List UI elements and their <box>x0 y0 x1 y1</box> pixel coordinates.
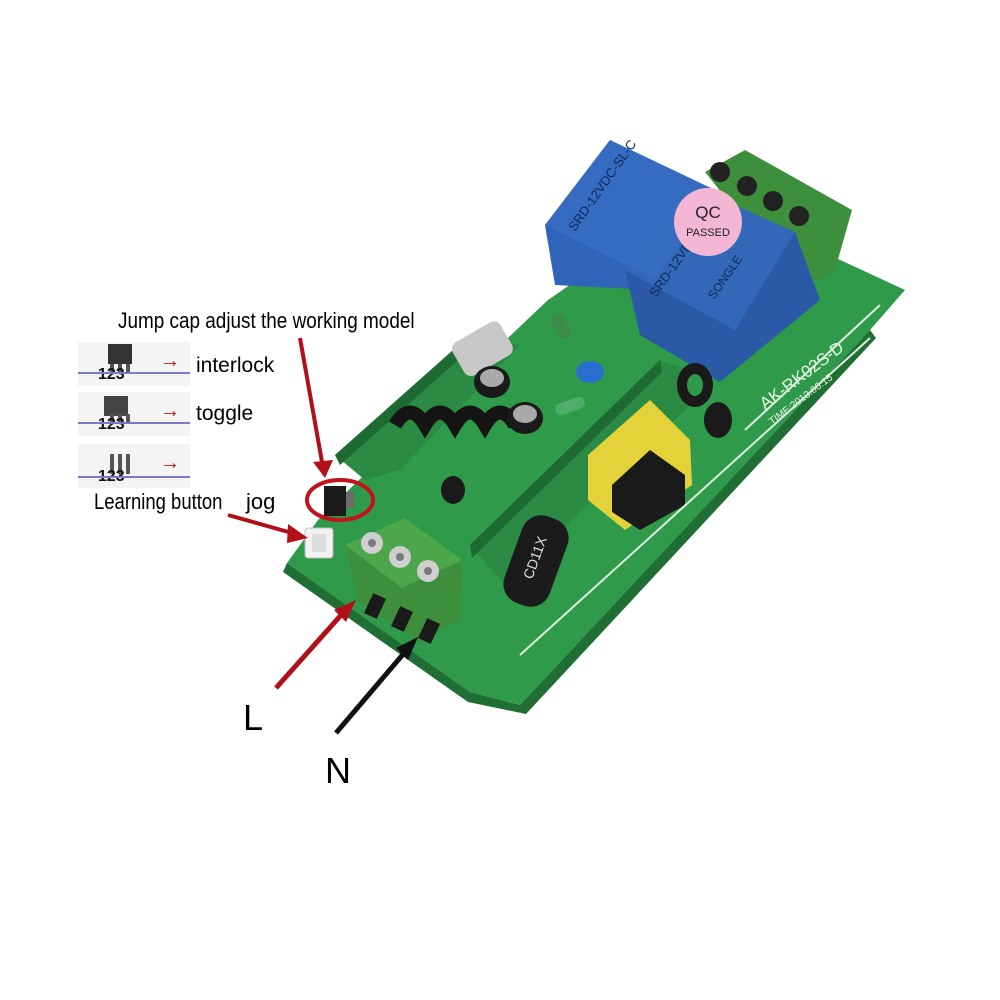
mode-label-toggle: toggle <box>196 402 254 425</box>
jog-label: jog <box>246 489 276 514</box>
mode-panel-interlock: 123 → <box>78 342 190 386</box>
mode-panel-toggle: 123 → <box>78 392 190 436</box>
n-terminal-arrow <box>334 637 418 735</box>
qc-sticker-line1: QC <box>695 203 721 222</box>
crystal-can <box>452 321 513 377</box>
jumper-pins-icon <box>104 396 130 422</box>
mode-pins-number: 123 <box>98 416 125 433</box>
qc-sticker <box>674 188 742 256</box>
antenna-coil <box>388 405 522 439</box>
jumper-arrow <box>298 337 333 478</box>
jumper-cap <box>324 486 346 516</box>
mode-panel-jog: 123 → <box>78 444 190 488</box>
terminal-l-label: L <box>243 697 264 738</box>
l-terminal-arrow <box>274 600 356 690</box>
learning-button-label: Learning button <box>94 489 223 514</box>
qc-sticker-line2: PASSED <box>686 227 730 239</box>
red-arrow-icon: → <box>160 452 180 474</box>
jumper-pins-icon <box>110 454 130 474</box>
red-arrow-icon: → <box>160 350 180 372</box>
large-capacitor <box>503 515 569 607</box>
jumper-title: Jump cap adjust the working model <box>118 308 415 333</box>
mode-pins-number: 123 <box>98 366 125 383</box>
learning-button-arrow <box>227 513 308 543</box>
terminal-n-label: N <box>325 750 351 791</box>
jumper-pins-icon <box>108 344 132 372</box>
small-cap <box>441 476 465 504</box>
red-arrow-icon: → <box>160 400 180 422</box>
jumper-highlight-circle <box>305 478 375 522</box>
mode-label-interlock: interlock <box>196 354 275 377</box>
